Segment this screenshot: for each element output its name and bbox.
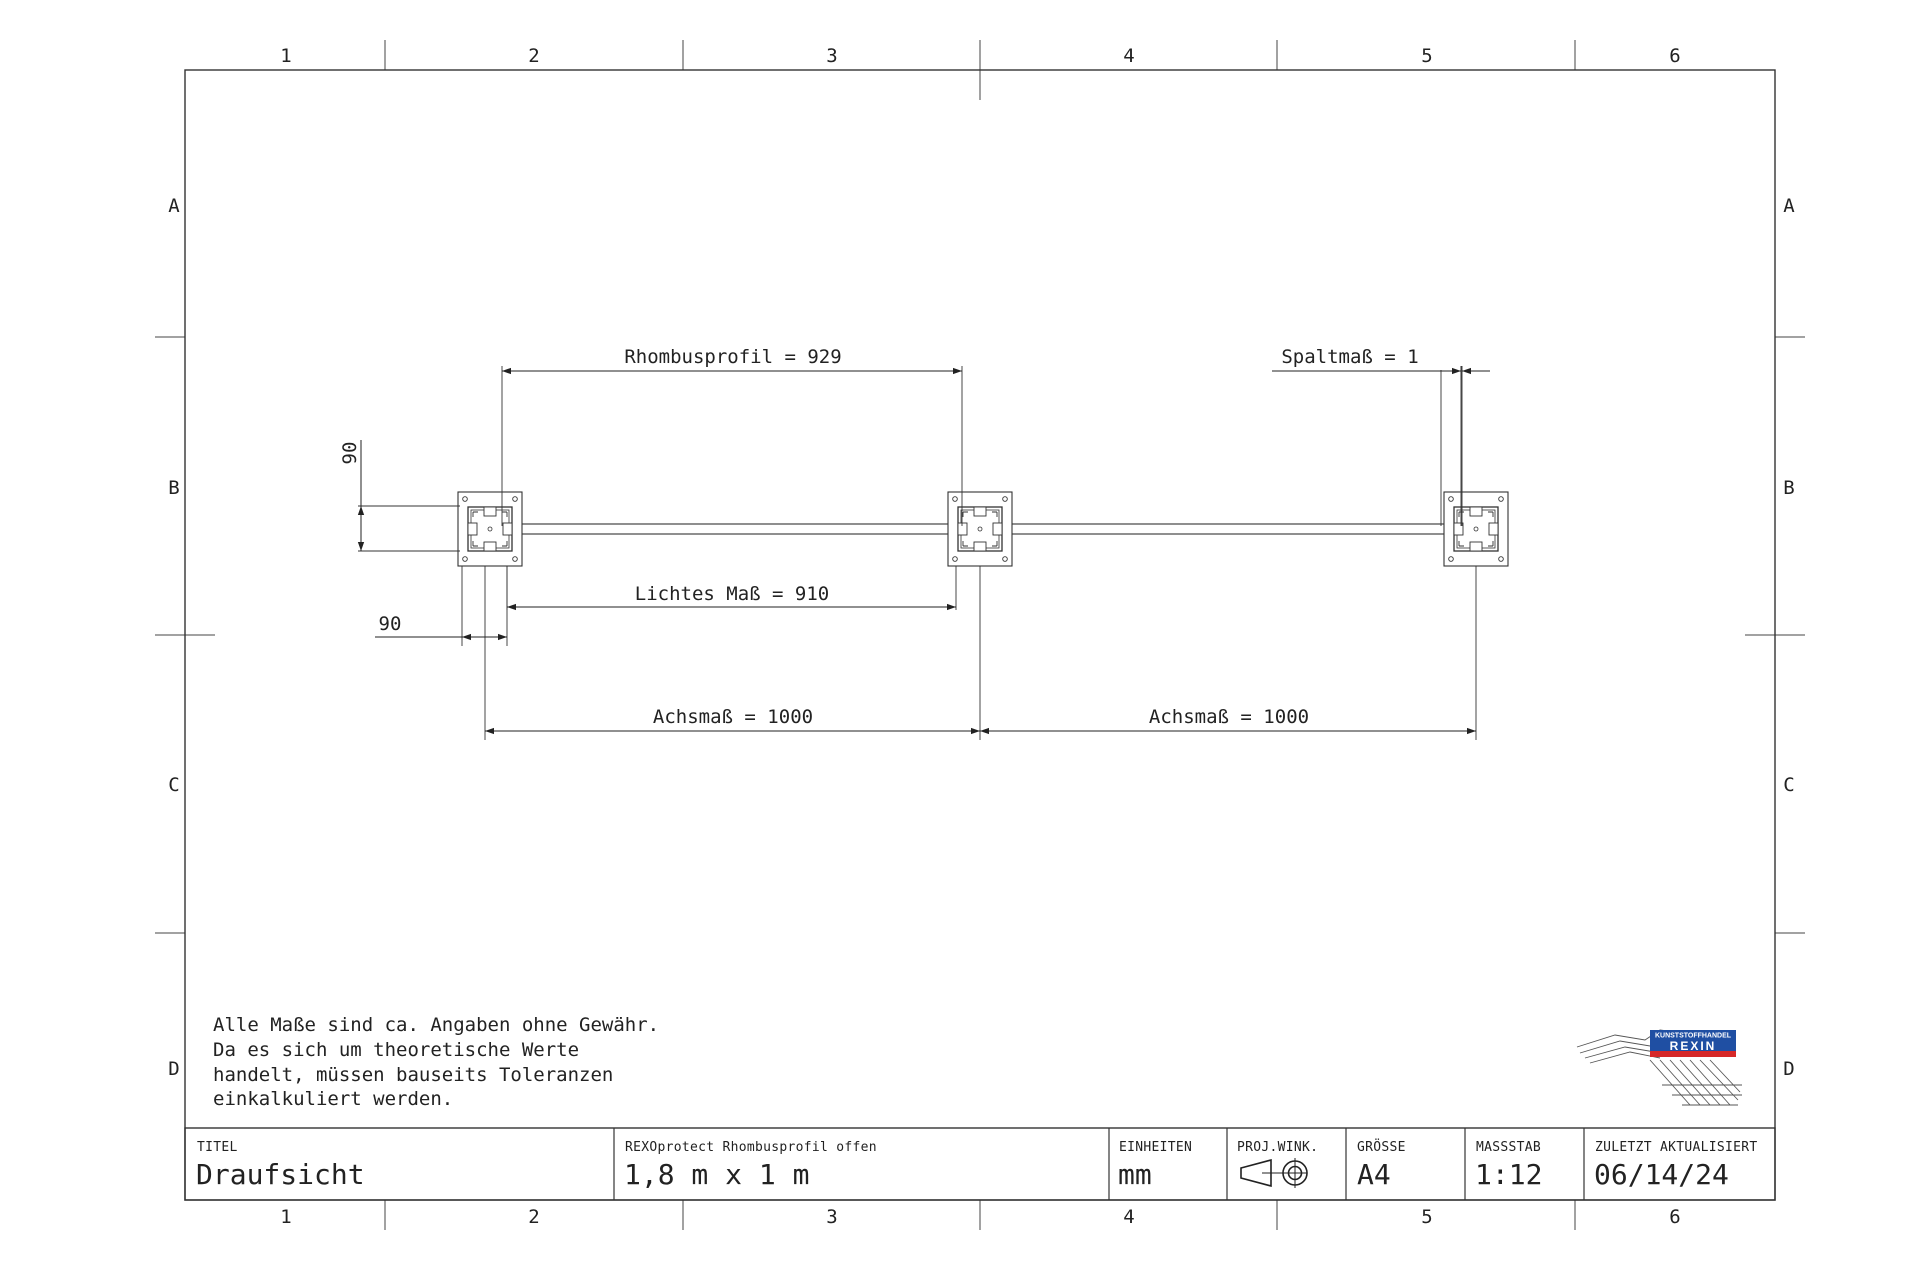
units-label: EINHEITEN: [1119, 1140, 1192, 1155]
rexin-logo: KUNSTSTOFFHANDEL REXIN: [1576, 1029, 1742, 1106]
dim-axis-left-label: Achsmaß = 1000: [653, 706, 813, 728]
zone-col-1-top: 1: [280, 45, 291, 67]
zone-row-d-right: D: [1783, 1058, 1794, 1080]
zone-col-3-bottom: 3: [826, 1206, 837, 1228]
dimension-lines: [357, 367, 1490, 735]
post-right: [1443, 491, 1509, 567]
post-left: [457, 491, 523, 567]
product-label: REXOprotect Rhombusprofil offen: [625, 1140, 877, 1155]
note-line-3: handelt, müssen bauseits Toleranzen: [213, 1064, 613, 1086]
zone-row-a-right: A: [1783, 195, 1795, 217]
zone-row-b-right: B: [1783, 477, 1794, 499]
updated-label: ZULETZT AKTUALISIERT: [1595, 1140, 1758, 1155]
zone-col-6-bottom: 6: [1669, 1206, 1680, 1228]
scale-value: 1:12: [1475, 1158, 1542, 1191]
titel-label: TITEL: [197, 1140, 238, 1155]
dim-gap-label: Spaltmaß = 1: [1281, 346, 1418, 368]
zone-col-3-top: 3: [826, 45, 837, 67]
logo-band: [1650, 1030, 1736, 1039]
dim-clear-label: Lichtes Maß = 910: [635, 583, 829, 605]
post-middle: [947, 491, 1013, 567]
size-label: GRÖSSE: [1357, 1138, 1406, 1155]
logo-brand-stripe: [1650, 1051, 1736, 1057]
size-value: A4: [1357, 1158, 1391, 1191]
zone-row-c-right: C: [1783, 774, 1794, 796]
zone-col-4-bottom: 4: [1123, 1206, 1134, 1228]
zone-row-c-left: C: [168, 774, 179, 796]
zone-col-6-top: 6: [1669, 45, 1680, 67]
dim-rhombus-label: Rhombusprofil = 929: [624, 346, 841, 368]
zone-row-d-left: D: [168, 1058, 179, 1080]
note-line-1: Alle Maße sind ca. Angaben ohne Gewähr.: [213, 1014, 659, 1036]
rail-right: [997, 523, 1461, 535]
zone-row-b-left: B: [168, 477, 179, 499]
title-block: TITEL Draufsicht REXOprotect Rhombusprof…: [184, 1127, 1776, 1201]
zone-col-2-top: 2: [528, 45, 539, 67]
dim-axis-right-label: Achsmaß = 1000: [1149, 706, 1309, 728]
zone-row-a-left: A: [168, 195, 180, 217]
updated-value: 06/14/24: [1594, 1158, 1729, 1191]
projection-label: PROJ.WINK.: [1237, 1140, 1318, 1155]
zone-border: [155, 40, 1805, 1230]
rail-left: [501, 523, 963, 535]
dim-post-vertical-label: 90: [339, 442, 361, 465]
scale-label: MASSSTAB: [1476, 1140, 1541, 1155]
dim-post-horizontal-label: 90: [379, 613, 402, 635]
zone-labels: 1 2 3 4 5 6 1 2 3 4 5 6 A B C D A B C D: [168, 45, 1795, 1228]
titel-value: Draufsicht: [196, 1158, 365, 1191]
product-value: 1,8 m x 1 m: [624, 1158, 809, 1191]
extension-lines: [358, 366, 1477, 740]
zone-col-4-top: 4: [1123, 45, 1134, 67]
disclaimer-note: Alle Maße sind ca. Angaben ohne Gewähr. …: [213, 1014, 659, 1110]
zone-col-1-bottom: 1: [280, 1206, 291, 1228]
logo-brand-text: REXIN: [1670, 1039, 1717, 1053]
zone-col-5-top: 5: [1421, 45, 1432, 67]
zone-col-2-bottom: 2: [528, 1206, 539, 1228]
note-line-4: einkalkuliert werden.: [213, 1088, 453, 1110]
logo-top-text: KUNSTSTOFFHANDEL: [1655, 1033, 1732, 1040]
first-angle-projection-icon: [1240, 1158, 1308, 1188]
note-line-2: Da es sich um theoretische Werte: [213, 1039, 579, 1061]
units-value: mm: [1118, 1158, 1152, 1191]
zone-col-5-bottom: 5: [1421, 1206, 1432, 1228]
